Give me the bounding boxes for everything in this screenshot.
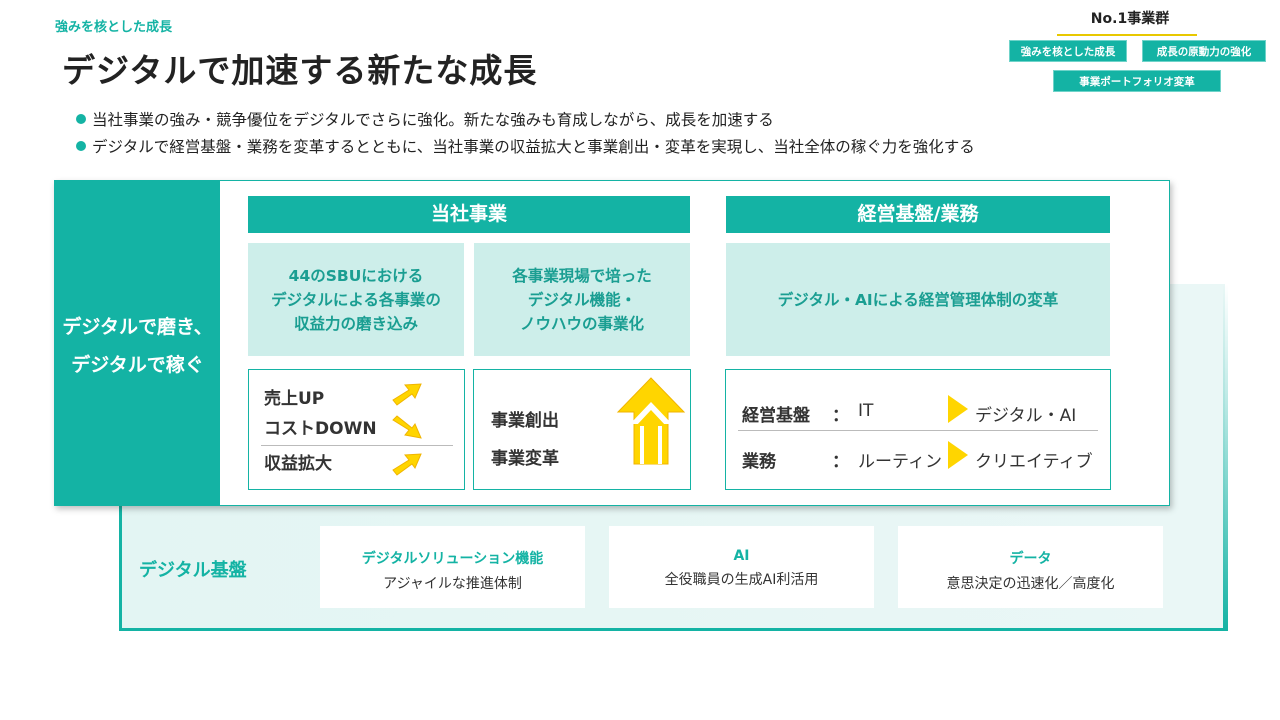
arrow-up-right-icon bbox=[392, 453, 422, 476]
arrow-up-right-icon bbox=[392, 383, 422, 406]
main-side-label: デジタルで磨き、 デジタルで稼ぐ bbox=[55, 308, 220, 384]
company-header: 当社事業 bbox=[248, 196, 690, 233]
base-card-title: データ bbox=[1009, 551, 1052, 567]
bullet-text: 当社事業の強み・競争優位をデジタルでさらに強化。新たな強みも育成しながら、成長を… bbox=[92, 111, 774, 129]
triangle-right-icon bbox=[948, 395, 968, 423]
box-line: デジタルによる各事業の bbox=[271, 290, 441, 309]
business-box: 事業創出 事業変革 bbox=[473, 369, 691, 490]
bullet-item: デジタルで経営基盤・業務を変革するとともに、当社事業の収益拡大と事業創出・変革を… bbox=[76, 135, 975, 157]
mgmt-row-to: デジタル・AI bbox=[975, 406, 1077, 426]
divider bbox=[261, 445, 453, 446]
diagram-box-strength: 強みを核とした成長 bbox=[1009, 40, 1127, 62]
diagram-box-growth-engine: 成長の原動力の強化 bbox=[1142, 40, 1266, 62]
bullet-dot-icon bbox=[76, 114, 86, 124]
company-box-commercialize: 各事業現場で培った デジタル機能・ ノウハウの事業化 bbox=[474, 243, 690, 356]
page-title: デジタルで加速する新たな成長 bbox=[62, 51, 538, 90]
management-header: 経営基盤/業務 bbox=[726, 196, 1110, 233]
box-line: 収益力の磨き込み bbox=[293, 314, 418, 333]
box-line: 44のSBUにおける bbox=[288, 266, 424, 285]
mgmt-row-label: 業務 bbox=[742, 452, 776, 472]
triangle-right-icon bbox=[948, 441, 968, 469]
business-transformation-label: 事業変革 bbox=[491, 449, 559, 469]
effects-box: 売上UP コストDOWN 収益拡大 bbox=[248, 369, 465, 490]
mgmt-row-label: 経営基盤 bbox=[742, 406, 810, 426]
base-card-subtitle: 全役職員の生成AI利活用 bbox=[664, 572, 819, 588]
diagram-roof-line bbox=[1057, 28, 1197, 36]
base-card-subtitle: 意思決定の迅速化／高度化 bbox=[946, 576, 1115, 592]
company-box-profitability: 44のSBUにおける デジタルによる各事業の 収益力の磨き込み bbox=[248, 243, 464, 356]
digital-base-label: デジタル基盤 bbox=[139, 560, 247, 581]
arrow-down-right-icon bbox=[392, 415, 422, 439]
box-line: デジタル機能・ bbox=[527, 290, 637, 309]
main-side-band bbox=[55, 181, 220, 505]
bullet-text: デジタルで経営基盤・業務を変革するとともに、当社事業の収益拡大と事業創出・変革を… bbox=[92, 138, 975, 156]
cost-down-label: コストDOWN bbox=[264, 419, 377, 439]
base-card-ai: AI 全役職員の生成AI利活用 bbox=[609, 526, 874, 608]
mgmt-row-from: IT bbox=[858, 401, 874, 421]
box-line: ノウハウの事業化 bbox=[519, 314, 644, 333]
bullet-item: 当社事業の強み・競争優位をデジタルでさらに強化。新たな強みも育成しながら、成長を… bbox=[76, 108, 774, 130]
diagram-box-portfolio: 事業ポートフォリオ変革 bbox=[1053, 70, 1221, 92]
business-creation-label: 事業創出 bbox=[491, 411, 559, 431]
side-label-line: デジタルで稼ぐ bbox=[71, 354, 204, 376]
mgmt-row-colon: ： bbox=[832, 452, 849, 472]
base-card-solution: デジタルソリューション機能 アジャイルな推進体制 bbox=[320, 526, 585, 608]
diagram-top-label: No.1事業群 bbox=[1090, 11, 1170, 27]
management-box: デジタル・AIによる経営管理体制の変革 bbox=[726, 243, 1110, 356]
box-line: 各事業現場で培った bbox=[512, 266, 652, 285]
side-label-line: デジタルで磨き、 bbox=[62, 316, 213, 338]
divider bbox=[738, 430, 1098, 431]
growth-arrows-icon bbox=[616, 377, 686, 465]
panel-edge bbox=[1223, 284, 1228, 631]
base-card-data: データ 意思決定の迅速化／高度化 bbox=[898, 526, 1163, 608]
mgmt-row-from: ルーティン bbox=[858, 452, 942, 472]
mgmt-row-to: クリエイティブ bbox=[975, 452, 1093, 472]
strategy-diagram: No.1事業群 強みを核とした成長 成長の原動力の強化 事業ポートフォリオ変革 bbox=[1005, 6, 1273, 98]
bullet-dot-icon bbox=[76, 141, 86, 151]
base-card-subtitle: アジャイルな推進体制 bbox=[383, 576, 522, 592]
profit-expand-label: 収益拡大 bbox=[264, 454, 332, 474]
management-change-box: 経営基盤 ： IT デジタル・AI 業務 ： ルーティン クリエイティブ bbox=[725, 369, 1111, 490]
sales-up-label: 売上UP bbox=[264, 389, 325, 409]
base-card-title: デジタルソリューション機能 bbox=[361, 551, 544, 567]
base-card-title: AI bbox=[733, 548, 750, 564]
mgmt-row-colon: ： bbox=[832, 406, 849, 426]
section-label: 強みを核とした成長 bbox=[55, 20, 173, 35]
